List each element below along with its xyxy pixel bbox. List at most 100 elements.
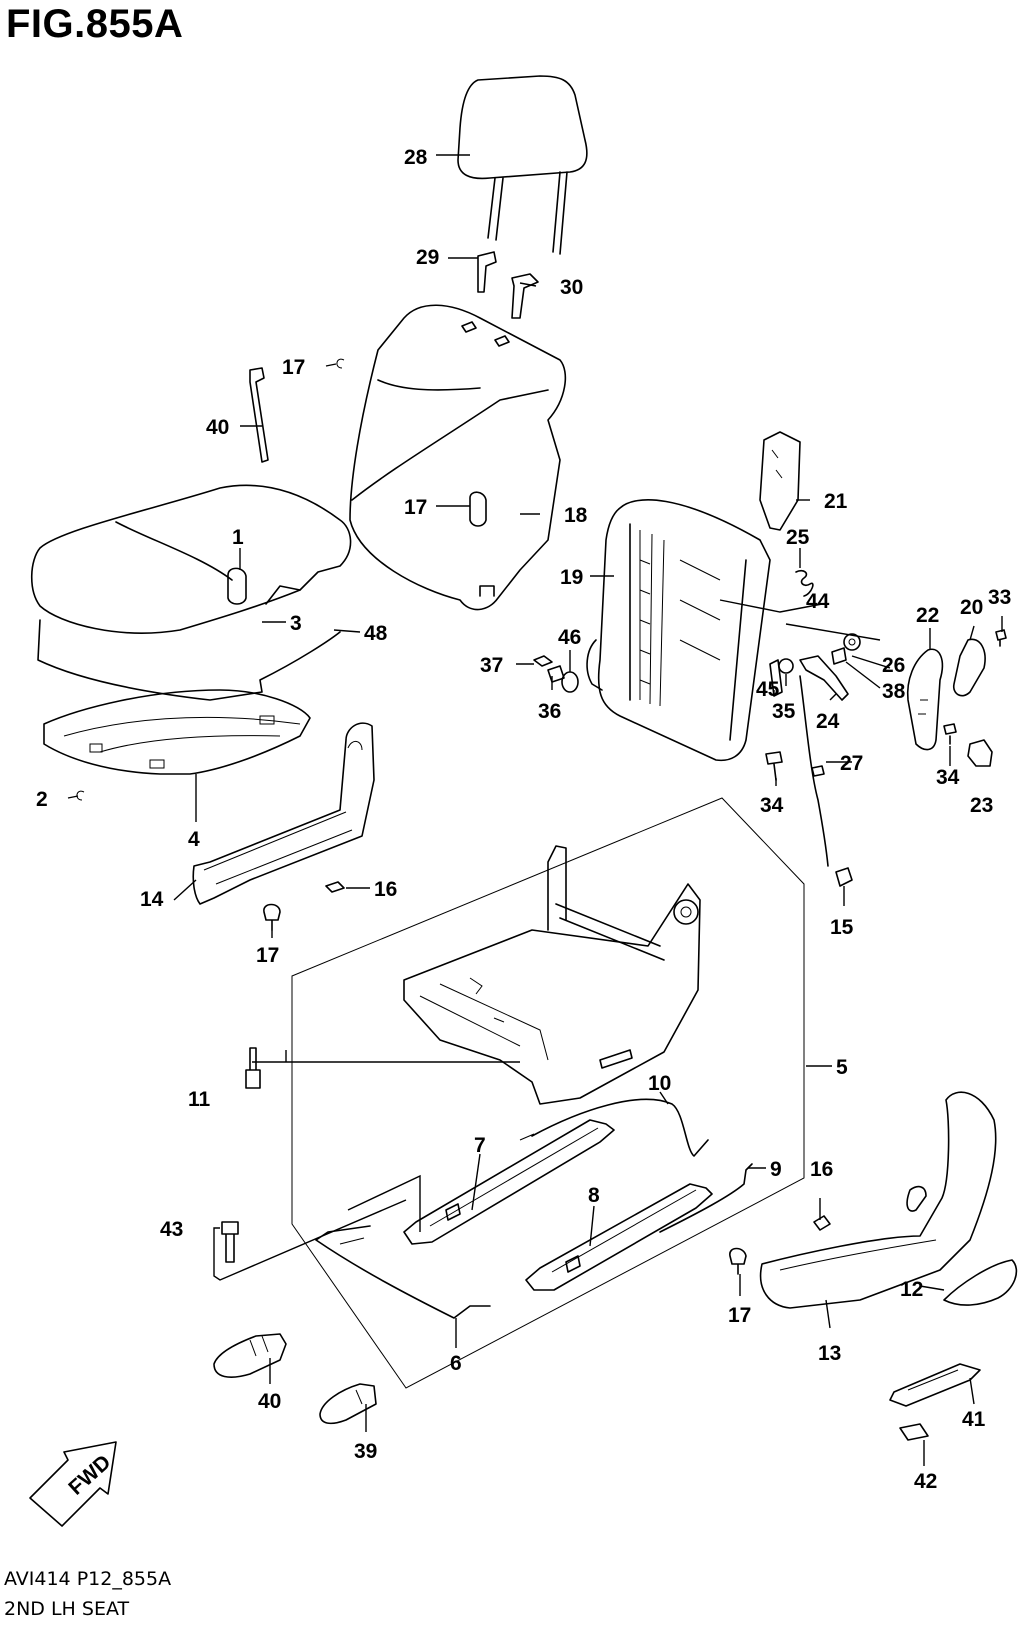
knob-cover-22 xyxy=(952,638,986,697)
callout-30: 28 xyxy=(404,146,428,169)
push-rivet-17-left xyxy=(263,903,281,931)
callout-33: 34 xyxy=(760,794,784,817)
figure-caption: 2ND LH SEAT xyxy=(4,1598,130,1620)
callout-20: 18 xyxy=(564,504,588,527)
callout-22: 20 xyxy=(960,596,983,619)
callout-14: 14 xyxy=(140,888,164,911)
callout-23: 21 xyxy=(824,490,848,513)
callout-3: 3 xyxy=(290,612,302,635)
callout-47: 46 xyxy=(558,626,581,649)
cover-42 xyxy=(889,1363,981,1407)
bolt-33 xyxy=(765,751,783,781)
nut-38 xyxy=(533,655,553,667)
headrest-guide-31 xyxy=(477,251,497,293)
headrest xyxy=(457,75,588,255)
hog-ring-19 xyxy=(336,358,345,369)
recliner-trim-24 xyxy=(906,648,944,751)
rail-cover-41 xyxy=(213,1333,287,1378)
cable-tie xyxy=(249,367,269,463)
callout-15: 15 xyxy=(830,916,854,939)
callout-25: 23 xyxy=(970,794,993,817)
callout-34-right: 33 xyxy=(988,586,1011,609)
seat-rail-7 xyxy=(403,1119,615,1245)
screw-34-right xyxy=(995,629,1007,647)
seat-frame-5 xyxy=(403,845,701,1105)
callout-48: 48 xyxy=(364,622,388,645)
callout-6: 6 xyxy=(450,1352,462,1375)
headrest-guide-32 xyxy=(511,273,539,319)
cable-clip-15 xyxy=(835,867,853,887)
callout-2: 2 xyxy=(36,788,48,811)
callout-41: 40 xyxy=(258,1390,281,1413)
seat-side-panel xyxy=(192,722,375,905)
callout-39: 38 xyxy=(882,680,906,703)
callout-27: 25 xyxy=(786,526,810,549)
figure-code: AVI414 P12_855A xyxy=(4,1568,172,1590)
bolt-44 xyxy=(221,1221,239,1263)
figure-title: FIG.855A xyxy=(6,2,184,46)
leader-lines xyxy=(67,154,1003,1466)
seat-frame-assembly-box xyxy=(291,797,805,1389)
shield-cover-12 xyxy=(943,1259,1018,1306)
cable-9 xyxy=(659,1163,753,1233)
callout-12: 12 xyxy=(900,1278,923,1301)
clip-16-left xyxy=(325,881,345,893)
pad-43 xyxy=(899,1423,929,1441)
callout-18: 17 xyxy=(404,496,427,519)
figure-footer: AVI414 P12_855A 2ND LH SEAT xyxy=(4,1564,171,1624)
recliner-cover-23 xyxy=(759,431,801,531)
callout-26: 24 xyxy=(816,710,840,733)
seat-back-frame xyxy=(586,499,771,762)
callout-45: 44 xyxy=(806,590,830,613)
callout-13: 13 xyxy=(818,1342,841,1365)
side-shield-13 xyxy=(759,1091,997,1309)
callout-10: 10 xyxy=(648,1072,671,1095)
callout-32: 30 xyxy=(560,276,583,299)
spacer-46 xyxy=(769,659,783,697)
callout-4: 4 xyxy=(188,828,200,851)
callout-21: 19 xyxy=(560,566,583,589)
callout-40: 39 xyxy=(354,1440,377,1463)
callout-29: 27 xyxy=(840,752,863,775)
callout-38: 37 xyxy=(480,654,503,677)
callout-46: 45 xyxy=(756,678,780,701)
callout-42: 41 xyxy=(962,1408,986,1431)
bolt-37 xyxy=(547,665,565,683)
towel-bar-6 xyxy=(315,1225,491,1319)
seat-cushion-pad xyxy=(37,619,341,701)
callout-5: 5 xyxy=(836,1056,848,1079)
screw-34-lower xyxy=(943,723,957,745)
fwd-arrow-icon: FWD xyxy=(29,1441,117,1527)
cable-29 xyxy=(799,675,829,867)
nut-35 xyxy=(778,658,794,674)
bushing-39 xyxy=(831,647,847,665)
callout-labels: 28 29 30 17 40 17 18 1 3 48 2 4 14 16 17… xyxy=(36,146,1011,1493)
seat-back-cover xyxy=(349,304,567,611)
callout-19: 17 xyxy=(282,356,305,379)
callout-7: 7 xyxy=(474,1134,486,1157)
bolt-11 xyxy=(245,1047,261,1089)
seat-cushion-frame-4 xyxy=(43,689,311,775)
callout-31: 29 xyxy=(416,246,439,269)
callout-43: 42 xyxy=(914,1470,937,1493)
callout-1: 1 xyxy=(232,526,244,549)
hog-ring-2 xyxy=(76,790,85,801)
callout-28: 26 xyxy=(882,654,905,677)
callout-24: 22 xyxy=(916,604,939,627)
callout-8: 8 xyxy=(588,1184,600,1207)
callout-16-left: 16 xyxy=(374,878,397,901)
clip-16-right xyxy=(813,1215,831,1231)
washer-47 xyxy=(561,671,579,693)
seat-cushion-cover xyxy=(30,484,352,634)
callout-37: 36 xyxy=(538,700,561,723)
rail-cover-40 xyxy=(319,1383,377,1425)
cable-10 xyxy=(519,1098,709,1157)
callout-11: 11 xyxy=(188,1088,211,1111)
washer-28 xyxy=(843,633,861,651)
callout-35: 35 xyxy=(772,700,796,723)
knob-25 xyxy=(967,739,993,767)
callout-44: 43 xyxy=(160,1218,183,1241)
callout-16-right: 16 xyxy=(810,1158,833,1181)
spring-27 xyxy=(795,569,814,597)
